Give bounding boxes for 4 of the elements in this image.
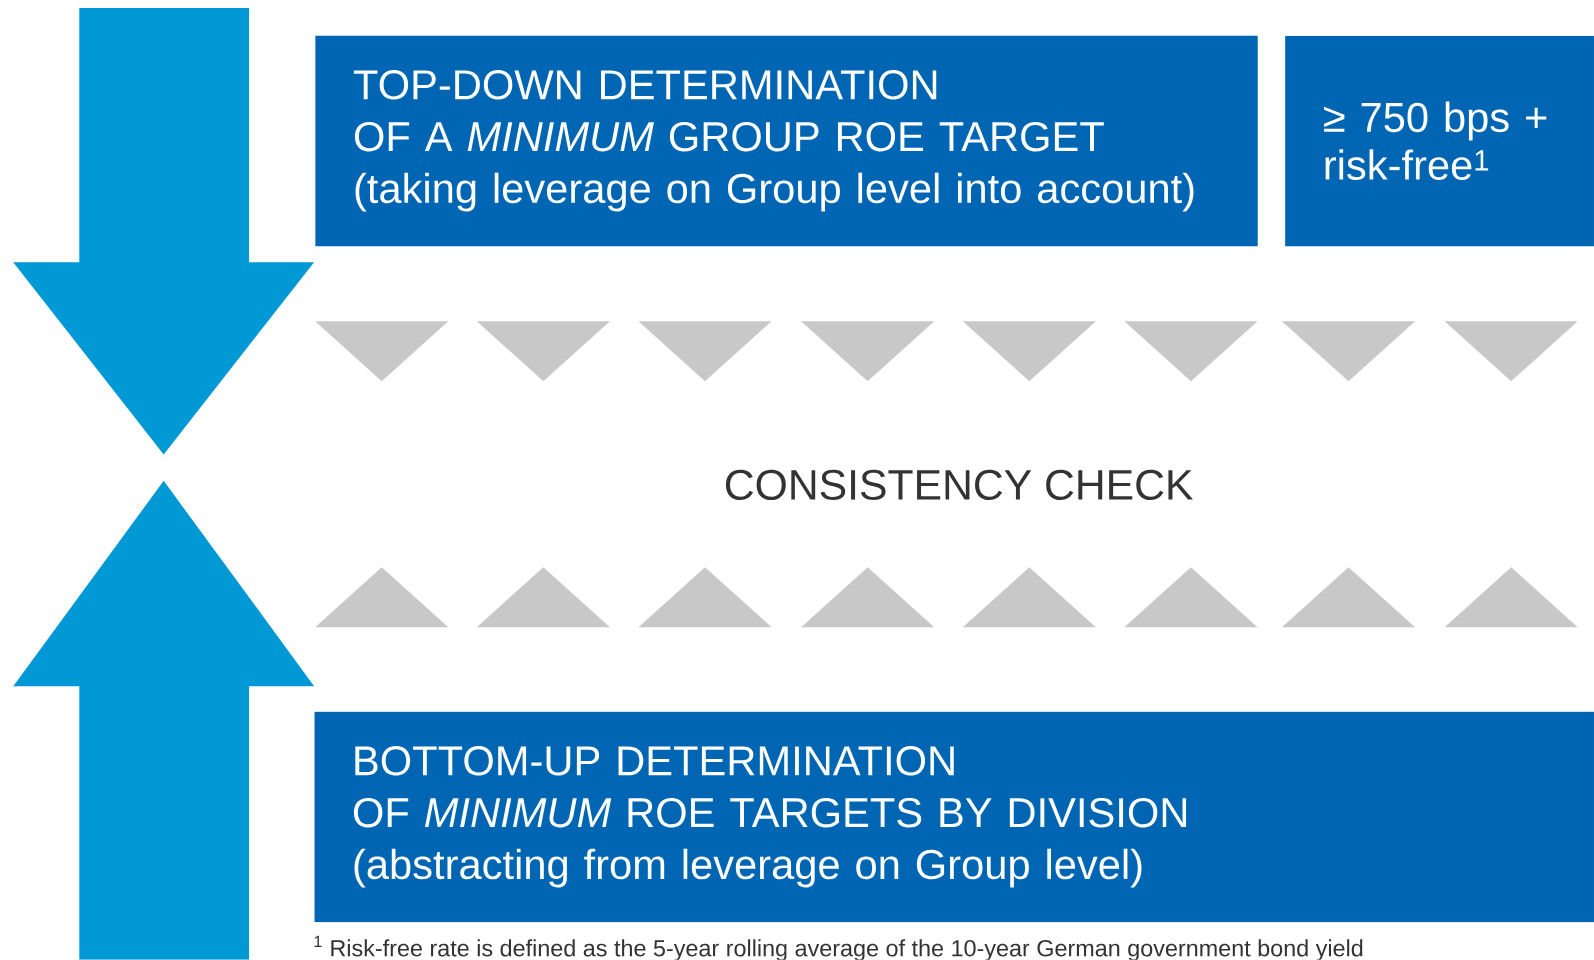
text-box: TOP-DOWN DETERMINATION OF A MINIMUM GROUP ROE TARGET (taking leverage on Group level into account) bbox=[315, 35, 1258, 247]
centered-label: CONSISTENCY CHECK bbox=[725, 469, 1193, 501]
text-box: ≥ 750 bps + risk-free$^{1}$ bbox=[1285, 35, 1594, 247]
text-box: BOTTOM-UP DETERMINATION OF MINIMUM ROE TARGETS BY DIVISION (abstracting from leverage on Group level) bbox=[314, 711, 1594, 923]
